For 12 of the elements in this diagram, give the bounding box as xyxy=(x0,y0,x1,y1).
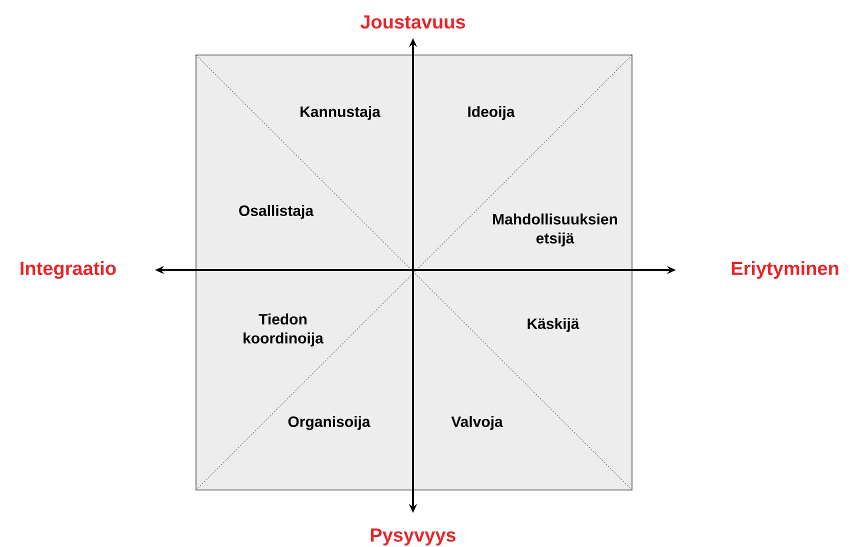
axis-label: Eriytyminen xyxy=(732,261,838,279)
role-label: Tiedon koordinoija xyxy=(244,314,324,346)
role-label: Ideoija xyxy=(468,106,515,120)
axis-label: Pysyvyys xyxy=(370,528,456,546)
axis-label: Integraatio xyxy=(20,261,116,279)
role-label: Kannustaja xyxy=(300,106,381,120)
role-label: Organisoija xyxy=(288,416,370,430)
axis-label: Joustavuus xyxy=(360,15,466,29)
role-label: Käskijä xyxy=(528,318,580,332)
role-label: Osallistaja xyxy=(239,205,314,219)
role-label: Valvoja xyxy=(451,416,503,430)
role-label: Mahdollisuuksien etsijä xyxy=(493,214,618,246)
